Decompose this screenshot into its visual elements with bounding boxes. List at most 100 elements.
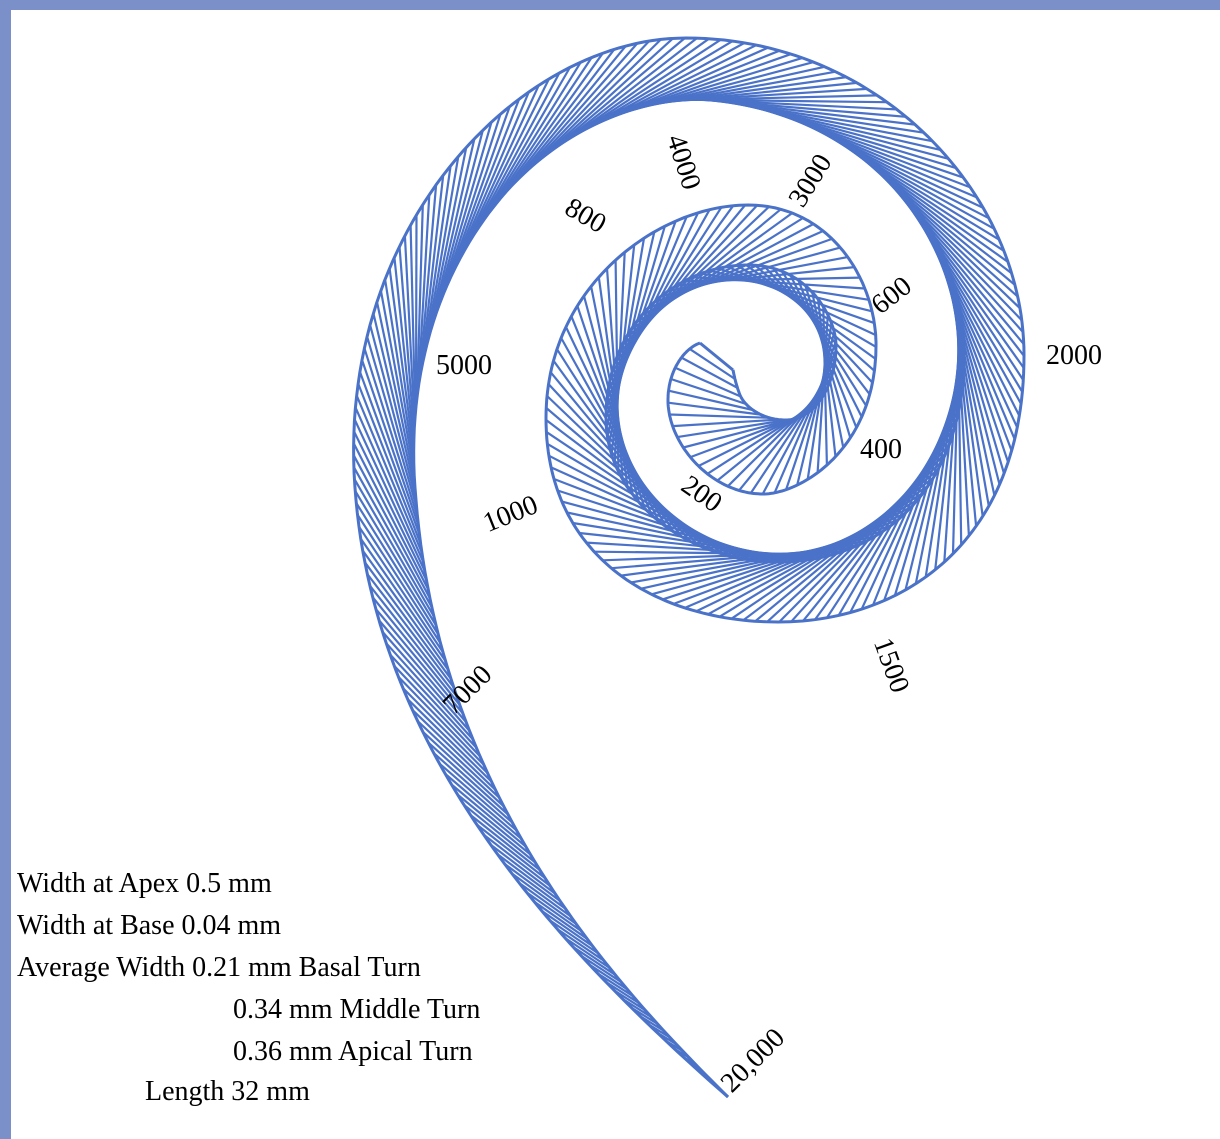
spiral-rung [489,843,556,895]
spiral-rung [450,783,527,848]
spiral-rung [364,561,452,680]
spiral-rung [597,972,634,998]
spiral-rung [356,514,442,644]
width-at-apex: Width at Apex 0.5 mm [17,868,272,899]
spiral-rung [662,524,891,601]
frequency-label-2000: 2000 [1046,340,1102,371]
spiral-rung [381,631,471,732]
spiral-rung [352,442,430,590]
spiral-rung [374,608,464,715]
frequency-label-400: 400 [860,434,902,465]
spiral-rung [496,853,562,903]
spiral-rung [588,963,628,991]
spiral-rung [372,313,417,490]
cochlea-length: Length 32 mm [145,1076,310,1107]
spiral-rung [384,279,415,462]
spiral-rung [691,1064,703,1072]
spiral-rung [541,909,594,948]
spiral-rung [605,981,640,1005]
spiral-rung [483,833,551,887]
spiral-rung [366,573,455,689]
spiral-rungs [352,37,1025,1092]
spiral-rung [393,257,415,444]
spiral-rung [353,430,428,581]
spiral-rung [672,418,779,428]
spiral-rung [411,709,497,791]
spiral-rung [424,156,460,352]
spiral-rung [416,720,501,799]
spiral-rung [416,204,424,398]
spiral-rung [564,937,611,969]
spiral-rung [379,290,416,471]
spiral-rung [444,773,523,840]
spiral-rung [683,417,798,449]
spiral-rung [358,371,421,536]
spiral-rung [796,331,836,486]
spiral-rung [476,823,546,880]
spiral-rung [469,814,541,872]
spiral-rung [369,324,417,499]
frequency-label-5000: 5000 [436,350,492,381]
spiral-rung [397,676,485,766]
spiral-rung [682,1056,697,1066]
average-width-apical-turn: 0.36 mm Apical Turn [233,1036,473,1067]
spiral-rung [546,442,743,560]
spiral-rung [389,653,478,749]
spiral-rung [353,478,435,618]
spiral-rung [360,359,420,527]
spiral-rung [622,998,653,1019]
spiral-rung [366,336,418,508]
spiral-rung [402,687,489,774]
spiral-rung [749,368,835,494]
spiral-rung [371,596,461,706]
spiral-rung [357,383,422,545]
spiral-rung [556,928,605,962]
spiral-rung [700,1072,709,1079]
spiral-rung [511,872,572,918]
spiral-rung [518,882,577,925]
spiral-rung [426,147,468,343]
spiral-rung [785,340,837,490]
spiral-rung [651,530,884,596]
spiral-rung [437,113,502,308]
spiral-rung [388,268,415,453]
spiral-rung [409,225,417,416]
spiral-rung [504,863,567,910]
spiral-rung [526,891,583,933]
spiral-rung [463,803,537,864]
spiral-rung [656,1031,677,1046]
spiral-rung [647,1023,671,1039]
spiral-rung [635,217,804,324]
spiral-rung [354,406,425,563]
spiral-rung [422,730,505,808]
spiral-rung [677,418,788,439]
spiral-rung [431,130,484,326]
spiral-apex-cap [699,341,734,372]
spiral-rung [727,385,829,487]
spiral-rung [363,347,419,517]
average-width-basal-turn: Average Width 0.21 mm Basal Turn [17,952,421,983]
spiral-rung [406,698,493,783]
spiral-rung [668,389,754,412]
spiral-rung [420,175,445,370]
spiral-rung [533,900,588,940]
spiral-rung [385,642,474,741]
spiral-rung [353,418,426,572]
spiral-rung [639,1015,665,1032]
spiral-rung [434,121,493,317]
spiral-rung [422,165,452,361]
spiral-rung [433,752,514,824]
spiral-rung [456,793,532,856]
width-at-base: Width at Base 0.04 mm [17,910,282,941]
spiral-rung [630,1006,659,1025]
spiral-rung [653,237,833,304]
spiral-rung [428,138,476,335]
spiral-rung [418,184,438,379]
spiral-rung [680,356,739,389]
spiral-rung [640,223,814,317]
spiral-rung [438,762,518,832]
spiral-rung [572,946,617,977]
spiral-rung [669,413,770,419]
